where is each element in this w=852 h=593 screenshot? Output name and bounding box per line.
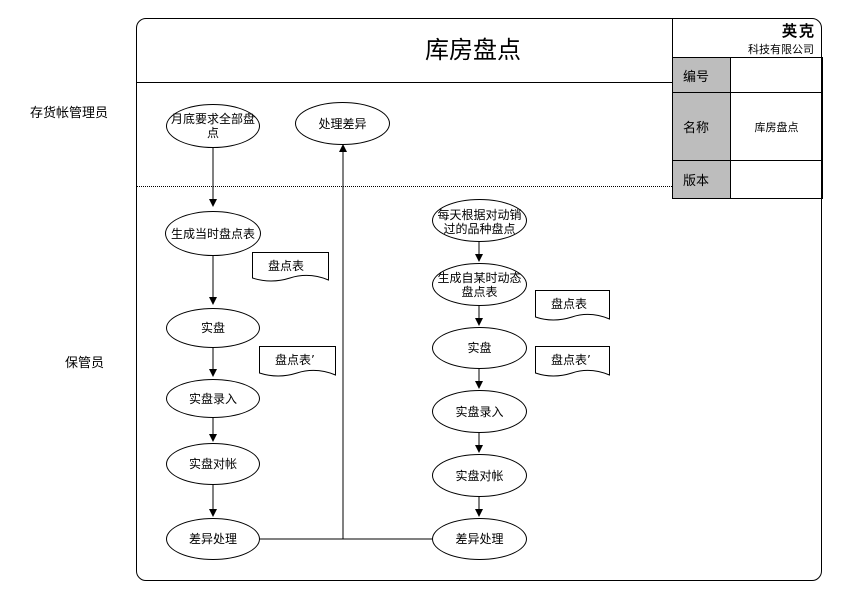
node-process-diff: 处理差异 xyxy=(295,102,390,145)
node-physical-count-right: 实盘 xyxy=(432,327,527,369)
doc-count-sheet-left-1: 盘点表 xyxy=(252,252,329,284)
header-divider xyxy=(137,82,672,83)
doc-count-sheet-left-2-label: 盘点表’ xyxy=(275,353,315,367)
doc-count-sheet-right-2: 盘点表’ xyxy=(535,346,610,379)
node-daily-count: 每天根据对动销过的品种盘点 xyxy=(432,199,527,242)
node-physical-count-left: 实盘 xyxy=(166,308,260,348)
lane-label-keeper: 保管员 xyxy=(64,356,104,371)
diagram-frame xyxy=(136,18,822,581)
version-value xyxy=(730,160,823,199)
node-reconcile-right: 实盘对帐 xyxy=(432,454,527,497)
doc-count-sheet-right-2-label: 盘点表’ xyxy=(551,353,591,367)
company-name: 科技有限公司 xyxy=(748,43,814,56)
swimlane-divider xyxy=(137,186,672,187)
node-generate-dynamic-sheet: 生成自某时动态盘点表 xyxy=(432,263,527,306)
node-count-entry-left: 实盘录入 xyxy=(166,379,260,418)
doc-count-sheet-left-1-label: 盘点表 xyxy=(268,259,305,273)
lane-label-accounts-manager: 存货帐管理员 xyxy=(29,106,108,121)
node-reconcile-left: 实盘对帐 xyxy=(166,443,260,485)
doc-count-sheet-right-1: 盘点表 xyxy=(535,290,610,323)
doc-count-sheet-right-1-label: 盘点表 xyxy=(551,297,588,311)
node-diff-handling-left: 差异处理 xyxy=(166,518,260,560)
node-count-entry-right: 实盘录入 xyxy=(432,390,527,433)
page-title: 库房盘点 xyxy=(425,36,521,64)
node-generate-current-sheet: 生成当时盘点表 xyxy=(165,211,261,256)
node-diff-handling-right: 差异处理 xyxy=(432,518,527,560)
company-logo: 英克 xyxy=(781,22,816,40)
doc-count-sheet-left-2: 盘点表’ xyxy=(259,346,336,379)
node-monthly-request: 月底要求全部盘点 xyxy=(166,104,260,148)
